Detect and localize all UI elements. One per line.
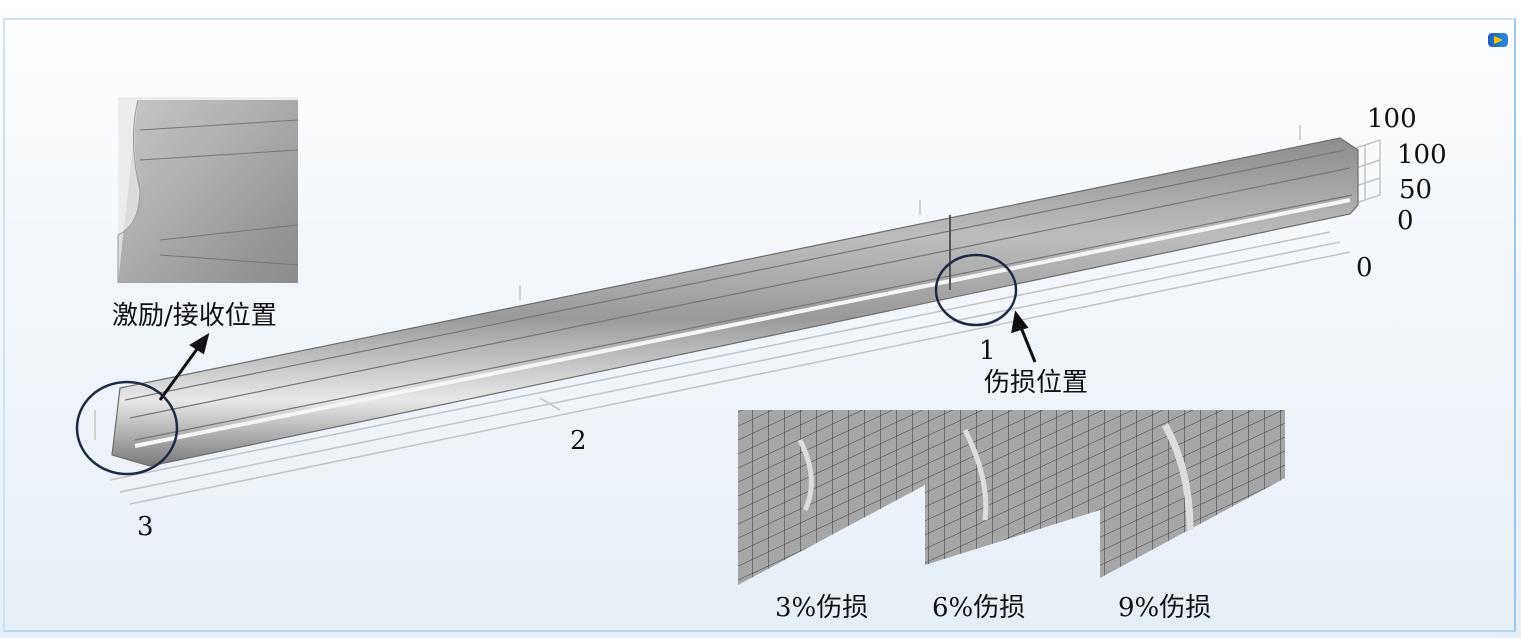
mesh-caption: 6%伤损 — [932, 593, 1026, 623]
y-tick: 0 — [1397, 206, 1414, 236]
x-tick: 2 — [570, 426, 587, 456]
mesh-caption: 3%伤损 — [775, 593, 869, 623]
y-tick: 50 — [1399, 175, 1433, 205]
damage-circle — [934, 253, 1018, 327]
viewport-frame — [3, 18, 1516, 632]
app-logo-icon — [1488, 33, 1508, 47]
mesh-inset-6pct — [925, 410, 1100, 565]
arrow-icon — [158, 310, 1037, 401]
rail-body — [111, 137, 1359, 467]
excitation-circle — [75, 380, 179, 476]
x-tick: 3 — [137, 512, 154, 542]
y-tick: 100 — [1397, 140, 1447, 170]
x-tick: 0 — [1356, 253, 1373, 283]
mesh-inset-3pct — [738, 410, 925, 585]
mesh-inset-9pct — [1100, 410, 1285, 578]
damage-position-label: 伤损位置 — [984, 368, 1089, 398]
z-tick: 100 — [1367, 104, 1417, 134]
axis-grid — [94, 125, 1381, 505]
x-tick: 1 — [979, 336, 996, 366]
excitation-position-label: 激励/接收位置 — [112, 301, 277, 331]
rail-section-inset — [117, 97, 299, 283]
mesh-caption: 9%伤损 — [1118, 593, 1212, 623]
